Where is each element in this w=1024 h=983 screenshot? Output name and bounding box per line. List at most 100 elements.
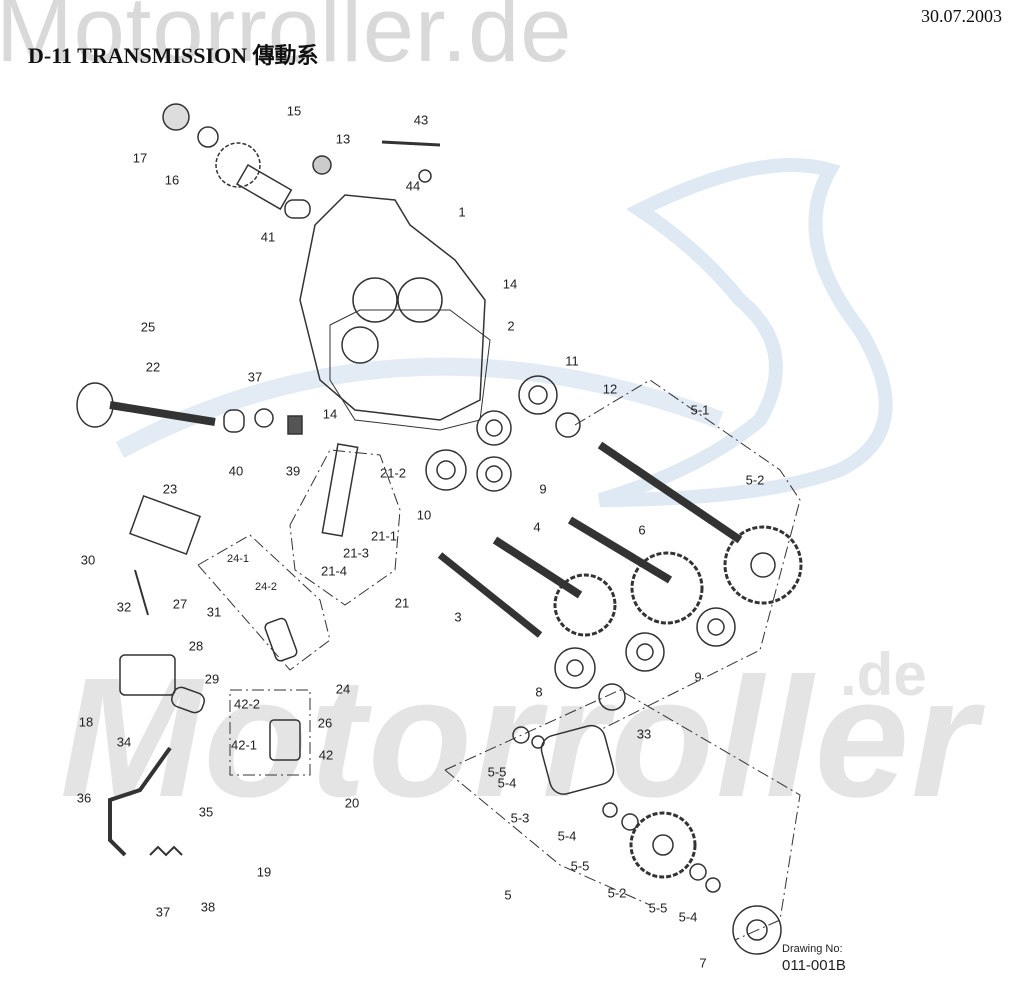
callout: 28	[188, 638, 204, 654]
gear-6	[630, 551, 704, 625]
gear-4	[553, 573, 617, 637]
clip-44	[418, 169, 432, 183]
bearing-9b	[696, 607, 736, 647]
callout: 26	[317, 715, 333, 731]
callout: 10	[416, 507, 432, 523]
watermark-de: .de	[840, 641, 927, 708]
callout: 24-1	[226, 553, 250, 565]
callout: 42	[318, 747, 334, 763]
callout: 5-5	[487, 764, 507, 780]
gear-5-2b	[629, 811, 697, 879]
callout: 6	[638, 522, 646, 538]
callout: 38	[200, 899, 216, 915]
callout: 21	[394, 595, 410, 611]
nut-17	[162, 103, 190, 131]
seal-13	[312, 155, 332, 175]
gear-5-2	[723, 525, 803, 605]
group-21	[289, 449, 401, 606]
shaft-15	[235, 163, 293, 211]
bearing-7	[732, 905, 782, 955]
shaft-4	[492, 536, 583, 599]
callout: 22	[145, 359, 161, 375]
bearing-9	[476, 456, 512, 492]
watermark-swoosh	[115, 357, 724, 458]
callout: 9	[694, 669, 702, 685]
clip-5-4	[705, 877, 721, 893]
case-bore	[397, 277, 443, 323]
lever-22	[76, 382, 114, 428]
callout: 8	[535, 684, 543, 700]
watermark-large: Motorroller	[60, 643, 980, 833]
callout: 44	[405, 178, 421, 194]
shift-shaft-22	[109, 401, 216, 426]
callout: 5-2	[745, 472, 765, 488]
rod-34	[108, 746, 172, 857]
callout: 40	[228, 463, 244, 479]
callout: 3	[454, 609, 462, 625]
callout: 41	[260, 229, 276, 245]
pin-24	[264, 617, 298, 662]
callout: 27	[172, 596, 188, 612]
group-42	[229, 689, 311, 776]
callout: 9	[539, 481, 547, 497]
watermark: Motorroller.de	[0, 0, 573, 81]
callout: 14	[322, 406, 338, 422]
pin-41	[284, 199, 311, 219]
case-bore	[341, 326, 379, 364]
seal-33	[598, 683, 626, 711]
callout: 36	[76, 790, 92, 806]
callout: 31	[206, 604, 222, 620]
bearing-16	[197, 126, 219, 148]
callout: 1	[458, 204, 466, 220]
pin-43	[381, 140, 441, 147]
shaft-3	[437, 552, 543, 638]
group-24	[197, 534, 331, 671]
callout: 16	[164, 172, 180, 188]
bushing-40	[223, 409, 245, 433]
bearing-9c	[625, 632, 665, 672]
callout: 5	[504, 887, 512, 903]
shaft-5-1	[597, 441, 743, 544]
callout: 15	[286, 103, 302, 119]
callout: 11	[565, 353, 579, 369]
case-gasket	[329, 309, 491, 431]
callout: 35	[198, 804, 214, 820]
callout: 24-2	[254, 581, 278, 593]
callout: 23	[162, 481, 178, 497]
callout: 21-2	[379, 465, 407, 481]
arm-21	[321, 443, 359, 537]
callout: 5-1	[690, 402, 710, 418]
callout: 5-5	[648, 900, 668, 916]
case-bore	[352, 277, 398, 323]
washer-5-5	[512, 726, 530, 744]
spring-27	[134, 569, 149, 616]
callout: 29	[204, 671, 220, 687]
callout: 39	[285, 463, 301, 479]
part-42	[269, 719, 301, 761]
bearing-8	[554, 647, 596, 689]
callout: 19	[256, 864, 272, 880]
callout: 42-1	[230, 737, 258, 753]
callout: 5-4	[557, 828, 577, 844]
callout: 37	[247, 369, 263, 385]
callout: 2	[507, 318, 515, 334]
callout: 13	[335, 131, 351, 147]
callout: 5-3	[510, 810, 530, 826]
callout: 21-3	[342, 545, 370, 561]
page-title: D-11 TRANSMISSION 傳動系	[28, 43, 319, 68]
bearing-11	[518, 375, 558, 415]
callout: 21-1	[370, 528, 398, 544]
callout: 5-4	[678, 909, 698, 925]
drawing-number: 011-001B	[782, 957, 846, 974]
callout: 5-5	[570, 858, 590, 874]
clip-5-4	[602, 802, 618, 818]
callout: 21-4	[320, 563, 348, 579]
group-5-1	[574, 379, 801, 731]
callout: 5-2	[607, 885, 627, 901]
callout: 37	[155, 904, 171, 920]
callout: 43	[413, 112, 429, 128]
bearing-9	[476, 410, 512, 446]
group-5-lower	[444, 769, 651, 906]
spring-35	[149, 845, 183, 857]
